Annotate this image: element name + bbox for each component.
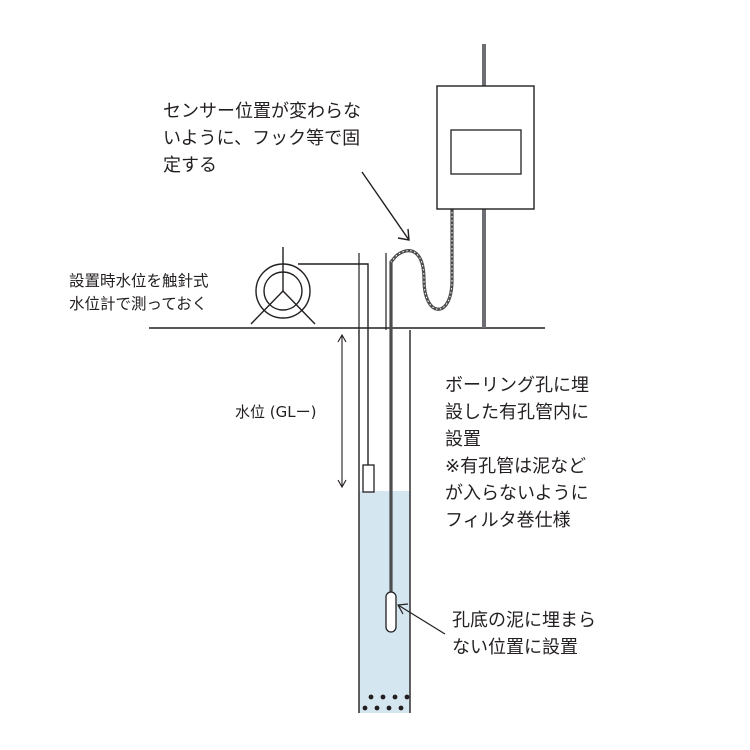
sensor-cable <box>389 176 454 593</box>
pressure-sensor-icon <box>385 591 397 633</box>
label-sensor-fix: センサー位置が変わらな いように、フック等で固 定する <box>163 101 361 176</box>
well-water <box>359 491 410 713</box>
water-level-dimension <box>337 333 347 489</box>
borehole-mud <box>362 694 410 711</box>
label-touch-gauge: 設置時水位を触針式 水位計で測っておく <box>69 272 209 313</box>
hook-leader-arrow <box>361 171 410 241</box>
touch-gauge-probe <box>362 464 375 493</box>
label-sensor-position: 孔底の泥に埋まら ない位置に設置 <box>452 610 596 658</box>
label-pipe-install: ボーリング孔に埋 設した有孔管内に 設置 ※有孔管は泥など が入らないように フ… <box>445 375 589 531</box>
cable-reel-icon <box>250 247 369 465</box>
data-logger-display <box>450 129 522 175</box>
sensor-leader-arrow <box>397 603 446 635</box>
label-water-level: 水位 (GLー) <box>235 403 317 421</box>
